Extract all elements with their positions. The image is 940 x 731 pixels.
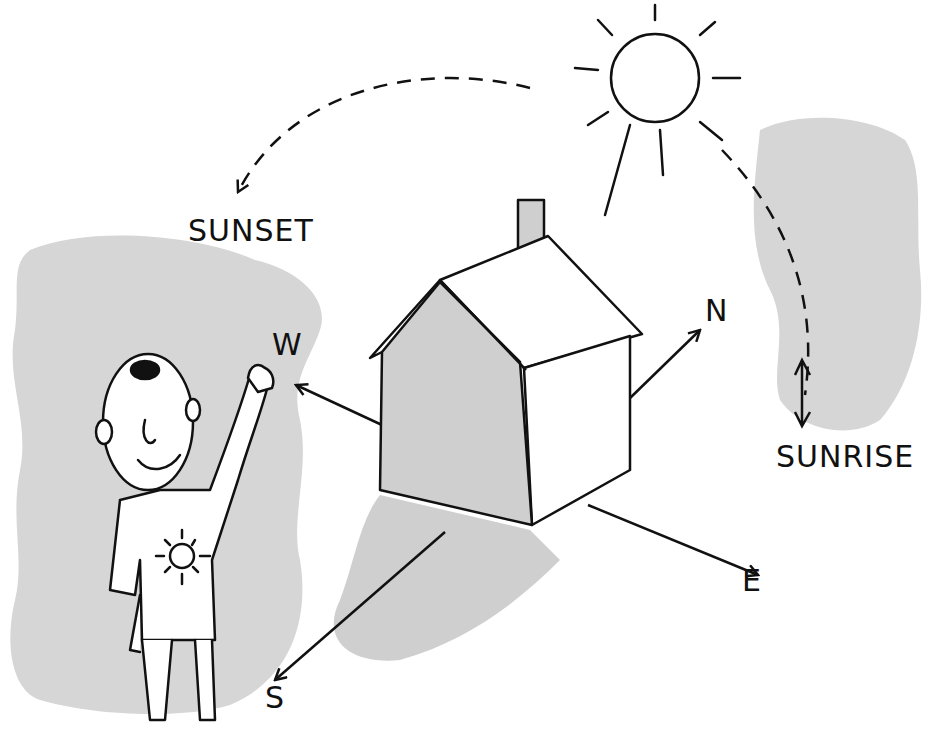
sunset-arc xyxy=(238,78,530,192)
direction-label: N xyxy=(705,296,728,326)
east-axis xyxy=(588,505,758,575)
direction-label: E xyxy=(742,566,762,596)
wash-right xyxy=(754,118,921,431)
house-drawing xyxy=(370,200,642,525)
direction-label: SUNRISE xyxy=(776,442,914,472)
sunrise-arrows xyxy=(795,360,810,426)
north-axis xyxy=(628,330,700,400)
south-axis xyxy=(275,532,445,680)
sunrise-arc xyxy=(722,150,808,395)
direction-label: SUNSET xyxy=(188,216,314,246)
west-axis xyxy=(296,385,382,425)
person-drawing xyxy=(96,354,273,720)
direction-label: S xyxy=(265,683,285,713)
sun-symbol xyxy=(575,5,740,215)
direction-label: W xyxy=(272,330,303,360)
